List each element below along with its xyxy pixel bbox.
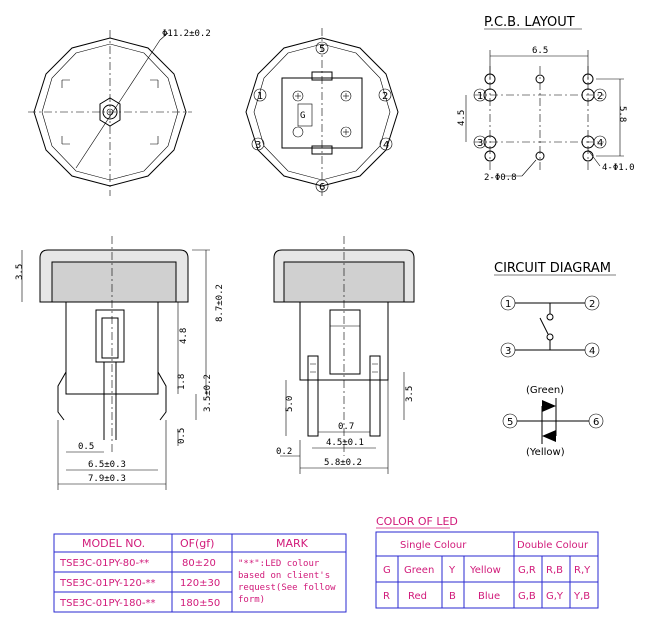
pcb-pin-1: 1 <box>477 91 483 102</box>
circuit-pin-6: 6 <box>593 417 599 428</box>
pin-view-2: 2 <box>382 91 388 102</box>
front-d4: 5.8±0.2 <box>324 458 362 468</box>
front-lead-height: 5.0 <box>285 396 295 412</box>
side-body-height: 4.8 <box>179 328 189 344</box>
circuit-pin-4: 4 <box>589 346 595 357</box>
side-span-inner: 6.5±0.3 <box>88 460 126 470</box>
pcb-width-label: 6.5 <box>532 46 548 56</box>
led-r1-c5: G,R <box>518 565 536 576</box>
side-total-height: 8.7±0.2 <box>215 284 225 322</box>
pin-view-4: 4 <box>383 140 389 151</box>
pcb-big-hole-label: 4-Φ1.0 <box>602 163 635 173</box>
top-view: Φ11.2±0.2 <box>28 29 211 196</box>
pcb-pin-4: 4 <box>597 138 603 149</box>
side-lead-c: 0.5 <box>177 428 187 444</box>
front-d2: 4.5±0.1 <box>326 438 364 448</box>
model-table: MODEL NO. OF(gf) MARK TSE3C-01PY-80-** 8… <box>53 533 347 613</box>
led-table: COLOR OF LED Single Colour Double Colour… <box>375 515 599 609</box>
led-single-header: Single Colour <box>400 540 467 551</box>
led-r2-c6: G,Y <box>546 591 564 602</box>
led-r2-c7: Y,B <box>573 591 590 602</box>
side-view: 3.5 8.7±0.2 4.8 1.8 3.5±0.2 0.5 0.5 6.5±… <box>15 236 225 490</box>
led-r2-c3: B <box>449 591 456 602</box>
pcb-layout-title: P.C.B. LAYOUT <box>484 15 575 30</box>
model-header-mark: MARK <box>276 537 309 550</box>
circuit-green-label: (Green) <box>526 385 564 396</box>
front-view: 5.0 3.5 0.7 4.5±0.1 0.2 5.8±0.2 <box>273 236 415 474</box>
led-symbol-mark: G <box>300 111 305 121</box>
pcb-pin-2: 2 <box>597 91 603 102</box>
pin-view-6: 6 <box>319 182 325 193</box>
model-row-1-model: TSE3C-01PY-80-** <box>59 558 149 569</box>
circuit-title: CIRCUIT DIAGRAM <box>494 261 611 276</box>
side-pin-width: 0.5 <box>78 442 94 452</box>
led-r1-c2: Green <box>404 565 434 576</box>
front-right-height: 3.5 <box>405 386 415 402</box>
pcb-layout: P.C.B. LAYOUT 6.5 1 2 3 4 4.5 5.8 2-Φ0.8 <box>457 15 635 183</box>
pin-view-5: 5 <box>319 44 325 55</box>
model-header-force: OF(gf) <box>180 537 214 550</box>
circuit-pin-3: 3 <box>505 346 511 357</box>
pcb-height-left-label: 4.5 <box>457 110 467 126</box>
led-r1-c7: R,Y <box>574 565 591 576</box>
circuit-pin-2: 2 <box>589 299 595 310</box>
pcb-height-right-label: 5.8 <box>617 106 627 122</box>
mark-note-3: request(See follow <box>238 583 336 593</box>
led-r2-c1: R <box>383 591 390 602</box>
side-span-outer: 7.9±0.3 <box>88 474 126 484</box>
led-r1-c6: R,B <box>546 565 563 576</box>
led-r1-c1: G <box>383 565 391 576</box>
mark-note-1: "**":LED colour <box>238 559 320 569</box>
pcb-small-hole-label: 2-Φ0.8 <box>484 173 517 183</box>
led-r2-c2: Red <box>408 591 427 602</box>
circuit-pin-5: 5 <box>507 417 513 428</box>
front-d1: 0.7 <box>338 422 354 432</box>
led-r1-c4: Yellow <box>469 565 501 576</box>
mark-note-2: based on client's <box>238 571 330 581</box>
model-header-model: MODEL NO. <box>82 537 145 550</box>
led-r2-c5: G,B <box>518 591 536 602</box>
side-lead-a: 1.8 <box>177 374 187 390</box>
pin-view-3: 3 <box>255 140 261 151</box>
pin-view-1: 1 <box>257 91 263 102</box>
led-r2-c4: Blue <box>478 591 500 602</box>
front-d3: 0.2 <box>276 447 292 457</box>
side-lead-b: 3.5±0.2 <box>203 374 213 412</box>
led-r1-c3: Y <box>448 565 456 576</box>
led-table-title: COLOR OF LED <box>376 515 458 528</box>
model-row-3-model: TSE3C-01PY-180-** <box>59 598 156 609</box>
diameter-label: Φ11.2±0.2 <box>162 29 211 39</box>
model-row-2-model: TSE3C-01PY-120-** <box>59 578 156 589</box>
model-row-3-force: 180±50 <box>180 598 220 609</box>
circuit-pin-1: 1 <box>505 299 511 310</box>
mark-note-4: form) <box>238 595 265 605</box>
led-double-header: Double Colour <box>517 540 589 551</box>
circuit-yellow-label: (Yellow) <box>526 447 565 458</box>
side-cap-height: 3.5 <box>15 264 25 280</box>
pcb-pin-3: 3 <box>477 138 483 149</box>
model-row-1-force: 80±20 <box>182 558 216 569</box>
circuit-diagram: CIRCUIT DIAGRAM 1 2 3 4 (Green) (Yellow)… <box>494 261 616 458</box>
pin-view: G 1 2 3 4 5 6 <box>245 28 399 196</box>
model-row-2-force: 120±30 <box>180 578 220 589</box>
